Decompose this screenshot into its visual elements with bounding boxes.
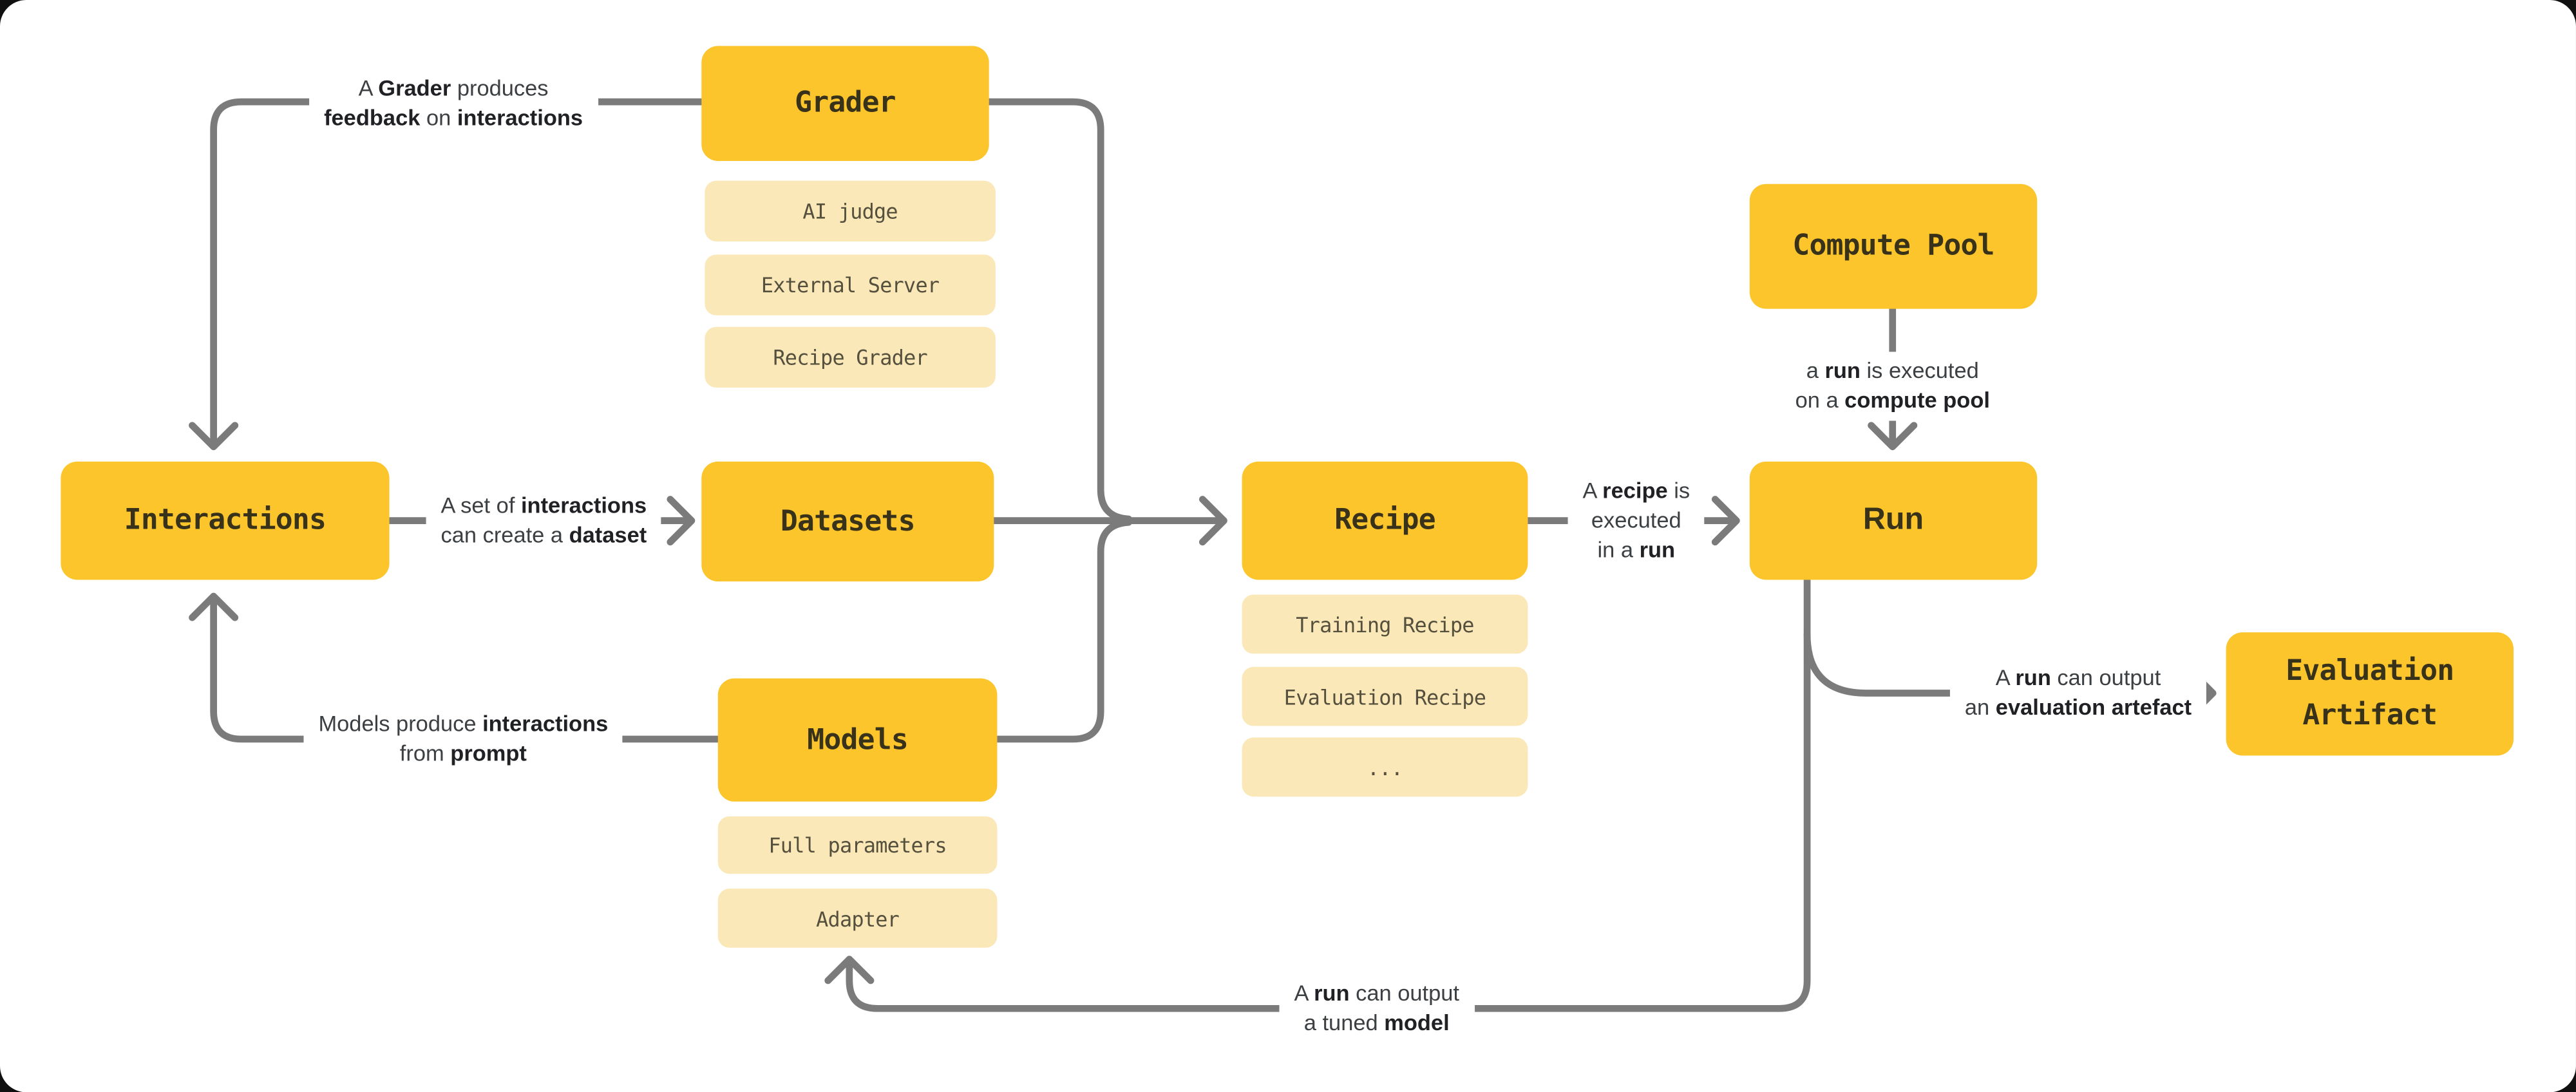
variant-label: Evaluation Recipe bbox=[1283, 684, 1486, 709]
node-grader-title: Grader bbox=[795, 87, 896, 120]
node-recipe-variant-ellipsis: ... bbox=[1242, 737, 1528, 797]
variant-label: ... bbox=[1367, 755, 1403, 780]
variant-label: Full parameters bbox=[768, 833, 947, 858]
node-grader: Grader bbox=[701, 46, 989, 161]
variant-label: Adapter bbox=[816, 905, 900, 931]
variant-label: Training Recipe bbox=[1296, 612, 1474, 637]
node-run-title: Run bbox=[1862, 502, 1924, 538]
node-run: Run bbox=[1749, 461, 2038, 580]
node-compute-pool: Compute Pool bbox=[1749, 184, 2038, 309]
edge-datasets-to-recipe bbox=[990, 496, 1227, 546]
node-models-variant-adapter: Adapter bbox=[717, 889, 998, 948]
node-recipe-variant-training: Training Recipe bbox=[1242, 594, 1528, 654]
node-interactions-title: Interactions bbox=[124, 504, 327, 538]
edge-models-to-interactions bbox=[189, 592, 722, 743]
node-recipe-title: Recipe bbox=[1334, 504, 1435, 538]
node-datasets: Datasets bbox=[701, 461, 994, 582]
edge-grader-to-interactions bbox=[189, 98, 993, 451]
node-interactions: Interactions bbox=[61, 461, 390, 580]
node-evaluation-artifact: Evaluation Artifact bbox=[2226, 632, 2514, 756]
node-recipe-variant-evaluation: Evaluation Recipe bbox=[1242, 666, 1528, 726]
variant-label: Recipe Grader bbox=[773, 344, 927, 370]
node-models: Models bbox=[717, 678, 998, 802]
node-grader-variant-ai-judge: AI judge bbox=[705, 180, 996, 241]
node-datasets-title: Datasets bbox=[780, 505, 916, 538]
edge-models-to-recipe-trunk bbox=[994, 518, 1132, 743]
node-grader-variant-external-server: External Server bbox=[705, 254, 996, 315]
node-models-variant-full-parameters: Full parameters bbox=[717, 816, 998, 874]
variant-label: AI judge bbox=[802, 198, 898, 223]
variant-label: External Server bbox=[761, 272, 940, 297]
node-compute-pool-title: Compute Pool bbox=[1792, 230, 1994, 263]
node-recipe: Recipe bbox=[1242, 461, 1528, 580]
edge-grader-to-recipe-trunk bbox=[985, 98, 1132, 523]
node-evaluation-artifact-title: Evaluation Artifact bbox=[2286, 655, 2454, 732]
node-models-title: Models bbox=[807, 723, 908, 757]
node-grader-variant-recipe-grader: Recipe Grader bbox=[705, 326, 996, 388]
